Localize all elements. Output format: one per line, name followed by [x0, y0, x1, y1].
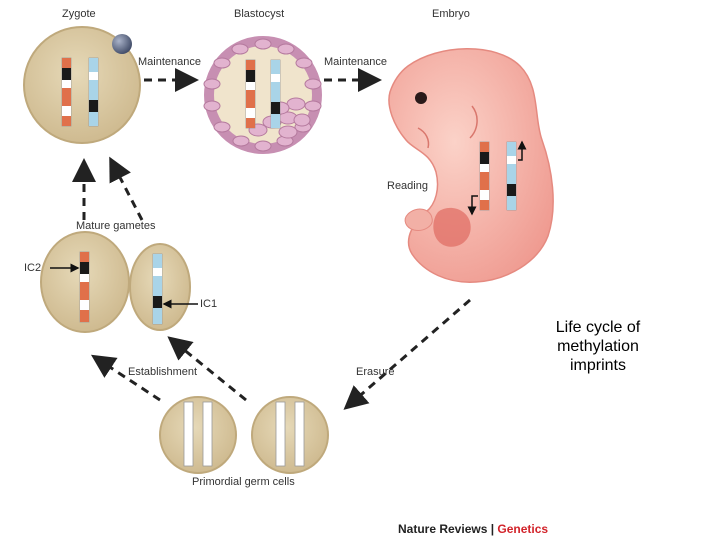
- embryo-maternal-chromosome: [479, 141, 490, 211]
- cycle-arrows: [72, 68, 471, 410]
- zygote-label: Zygote: [62, 8, 96, 20]
- zygote-cell: [23, 26, 141, 144]
- egg-gamete: [40, 231, 130, 333]
- embryo-to-germ-cells-arrow: [343, 298, 471, 410]
- embryo-eye: [415, 92, 427, 104]
- maintenance-label-2: Maintenance: [324, 56, 387, 68]
- sperm-to-zygote-arrow: [109, 156, 144, 221]
- blastocyst-trophoblast-cells: [203, 38, 322, 152]
- figure-caption: Life cycle of methylation imprints: [528, 318, 668, 375]
- blastocyst-label: Blastocyst: [234, 8, 285, 20]
- zygote-paternal-chromosome: [88, 57, 99, 127]
- maternal-expression-arrow: [467, 195, 478, 216]
- egg-maternal-chromosome: [79, 251, 90, 323]
- primordial-germ-cells-label: Primordial germ cells: [192, 476, 295, 488]
- blastocyst-maternal-chromosome: [245, 59, 256, 129]
- sperm-paternal-chromosome: [152, 253, 163, 325]
- germ-to-egg-arrow: [90, 354, 161, 402]
- caption-line-3: imprints: [569, 357, 626, 374]
- ic1-label: IC1: [200, 298, 218, 310]
- blastocyst: [203, 36, 322, 154]
- erasure-label: Erasure: [356, 366, 395, 378]
- embryo-label: Embryo: [432, 8, 470, 20]
- primordial-germ-cell-left: [159, 396, 237, 474]
- establishment-label: Establishment: [128, 366, 198, 378]
- mature-gametes-label: Mature gametes: [76, 220, 156, 232]
- credit-separator: |: [487, 522, 498, 536]
- caption-line-2: methylation: [557, 338, 639, 355]
- polar-body: [112, 34, 132, 54]
- embryo: [388, 48, 554, 283]
- primordial-germ-cell-right: [251, 396, 329, 474]
- sperm-gamete: [129, 243, 198, 331]
- reading-label: Reading: [387, 180, 428, 192]
- germ-to-sperm-arrow: [167, 336, 247, 402]
- blastocyst-paternal-chromosome: [270, 59, 281, 129]
- source-credit: Nature Reviews | Genetics: [398, 522, 548, 536]
- paternal-expression-arrow: [517, 140, 527, 161]
- embryo-paternal-chromosome: [506, 141, 517, 211]
- maintenance-label-1: Maintenance: [138, 56, 201, 68]
- caption-line-1: Life cycle of: [555, 319, 641, 336]
- zygote-maternal-chromosome: [61, 57, 72, 127]
- credit-section: Genetics: [497, 522, 549, 536]
- ic2-label: IC2: [24, 262, 42, 274]
- credit-journal: Nature Reviews: [398, 522, 488, 536]
